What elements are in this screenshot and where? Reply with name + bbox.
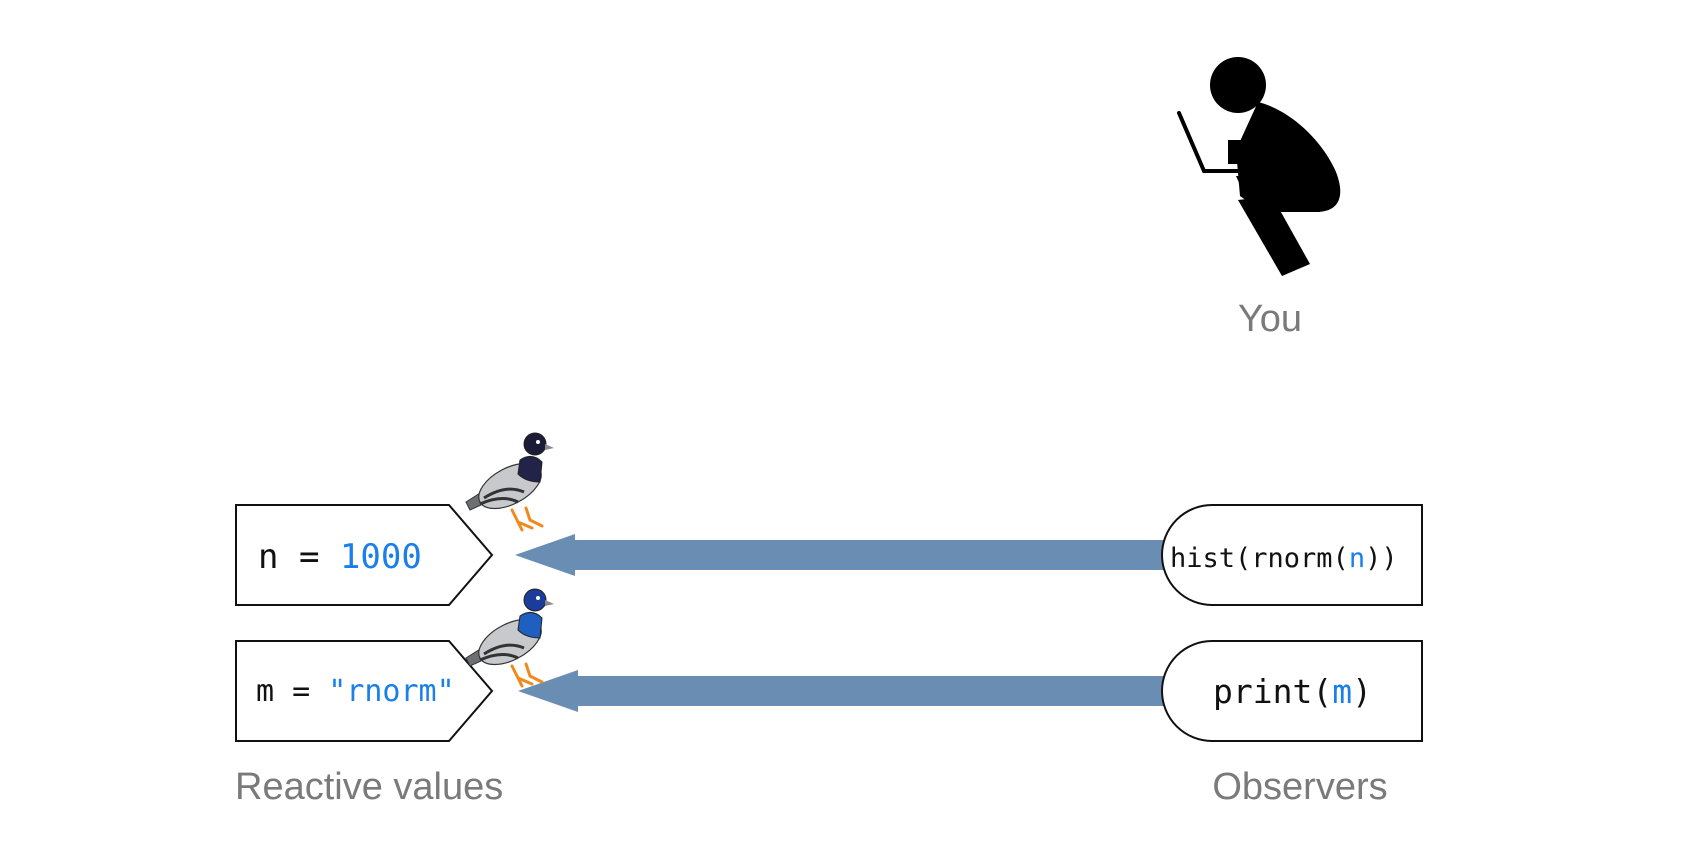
pigeon-icon: [465, 588, 554, 688]
reactive-value-n: n = 1000: [235, 504, 494, 606]
you-label: You: [1238, 298, 1302, 340]
reactive-value-m-value: "rnorm": [328, 674, 454, 709]
person-with-laptop-icon: [1177, 57, 1341, 276]
reactive-value-m: m = "rnorm": [235, 640, 494, 742]
dependency-arrow-hist-to-n: [515, 534, 1166, 576]
reactive-values-caption: Reactive values: [235, 766, 503, 808]
reactive-value-m-op: =: [274, 674, 328, 709]
observer-hist-arg: n: [1349, 543, 1365, 574]
observer-print-arg: m: [1332, 672, 1352, 711]
reactive-value-m-code: m = "rnorm": [256, 674, 455, 709]
reactive-value-n-value: 1000: [340, 537, 422, 577]
observer-hist-code: hist(rnorm(n)): [1170, 543, 1398, 574]
observer-hist-pre: hist(rnorm(: [1170, 543, 1349, 574]
reactive-value-n-code: n = 1000: [258, 537, 422, 577]
pigeon-icon: [465, 432, 554, 532]
observer-print-pre: print(: [1213, 672, 1332, 711]
reactive-value-n-name: n: [258, 537, 278, 577]
reactive-value-n-op: =: [278, 537, 339, 577]
observer-hist: hist(rnorm(n)): [1161, 504, 1423, 606]
observer-hist-post: )): [1365, 543, 1398, 574]
observer-print-post: ): [1352, 672, 1372, 711]
observer-print-code: print(m): [1213, 672, 1372, 711]
observer-print: print(m): [1161, 640, 1423, 742]
observers-caption: Observers: [1212, 766, 1387, 808]
reactive-value-m-name: m: [256, 674, 274, 709]
dependency-arrow-print-to-m: [518, 670, 1166, 712]
